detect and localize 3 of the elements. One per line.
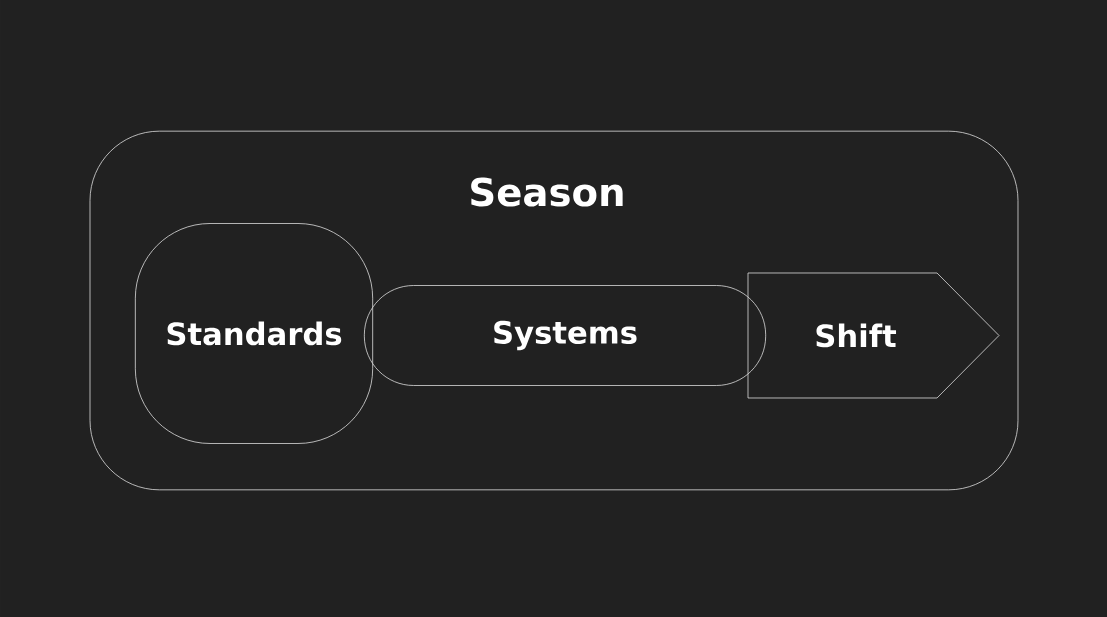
arrow-box: Shift	[747, 272, 1000, 399]
rounded-box: Standards	[134, 223, 374, 444]
pill-box: Systems	[363, 285, 767, 386]
